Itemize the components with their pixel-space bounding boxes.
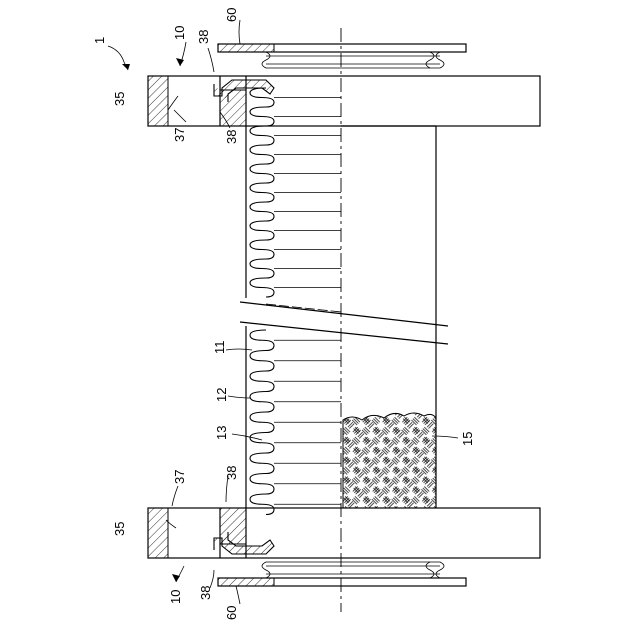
bellows-lower — [250, 330, 341, 515]
corrugation-fold — [250, 392, 274, 413]
label-collar-bottom: 37 — [172, 470, 187, 484]
gasket-hatch-top — [218, 44, 274, 52]
corrugation-fold — [250, 183, 274, 202]
corrugation-fold — [250, 221, 274, 240]
label-seal-top-b: 38 — [224, 130, 239, 144]
top-bellows-edge — [262, 52, 444, 68]
core-woven — [343, 413, 436, 508]
flange-top — [148, 76, 540, 126]
label-core: 15 — [460, 432, 475, 446]
corrugation-fold — [250, 433, 274, 454]
flange-top-hatch-outer — [148, 76, 168, 126]
bottom-bellows-edge — [262, 562, 444, 578]
corrugation-fold — [250, 202, 274, 221]
label-seal-top-a: 38 — [196, 30, 211, 44]
flange-bottom-hatch-outer — [148, 508, 168, 558]
corrugation-fold — [250, 351, 274, 372]
bellows-upper — [250, 88, 341, 297]
label-collar-top: 37 — [172, 128, 187, 142]
label-outer-layer: 13 — [214, 426, 229, 440]
label-reinforcement: 12 — [214, 388, 229, 402]
corrugation-fold — [250, 453, 274, 474]
break-lines — [240, 302, 448, 344]
label-end-fitting-top: 10 — [172, 26, 187, 40]
gasket-hatch-bottom — [218, 578, 274, 586]
label-gasket-bottom: 60 — [224, 606, 239, 620]
label-flange-bottom: 35 — [112, 522, 127, 536]
label-end-fitting-bottom: 10 — [168, 590, 183, 604]
corrugation-fold — [250, 371, 274, 392]
label-inner-tube: 11 — [212, 341, 227, 355]
label-seal-bottom-a: 38 — [224, 466, 239, 480]
corrugation-fold — [250, 474, 274, 495]
label-gasket-top: 60 — [224, 8, 239, 22]
label-assembly: 1 — [92, 37, 107, 44]
corrugation-fold — [250, 240, 274, 259]
corrugation-fold — [250, 126, 274, 145]
corrugation-fold — [250, 107, 274, 126]
corrugation-fold — [250, 145, 274, 164]
corrugation-fold — [250, 494, 274, 515]
label-seal-bottom-b: 38 — [198, 586, 213, 600]
flange-bottom — [148, 508, 540, 558]
corrugation-fold — [250, 330, 274, 351]
corrugation-fold — [250, 259, 274, 278]
corrugation-fold — [250, 412, 274, 433]
corrugation-fold — [250, 278, 274, 297]
corrugation-fold — [250, 164, 274, 183]
label-flange-top: 35 — [112, 92, 127, 106]
